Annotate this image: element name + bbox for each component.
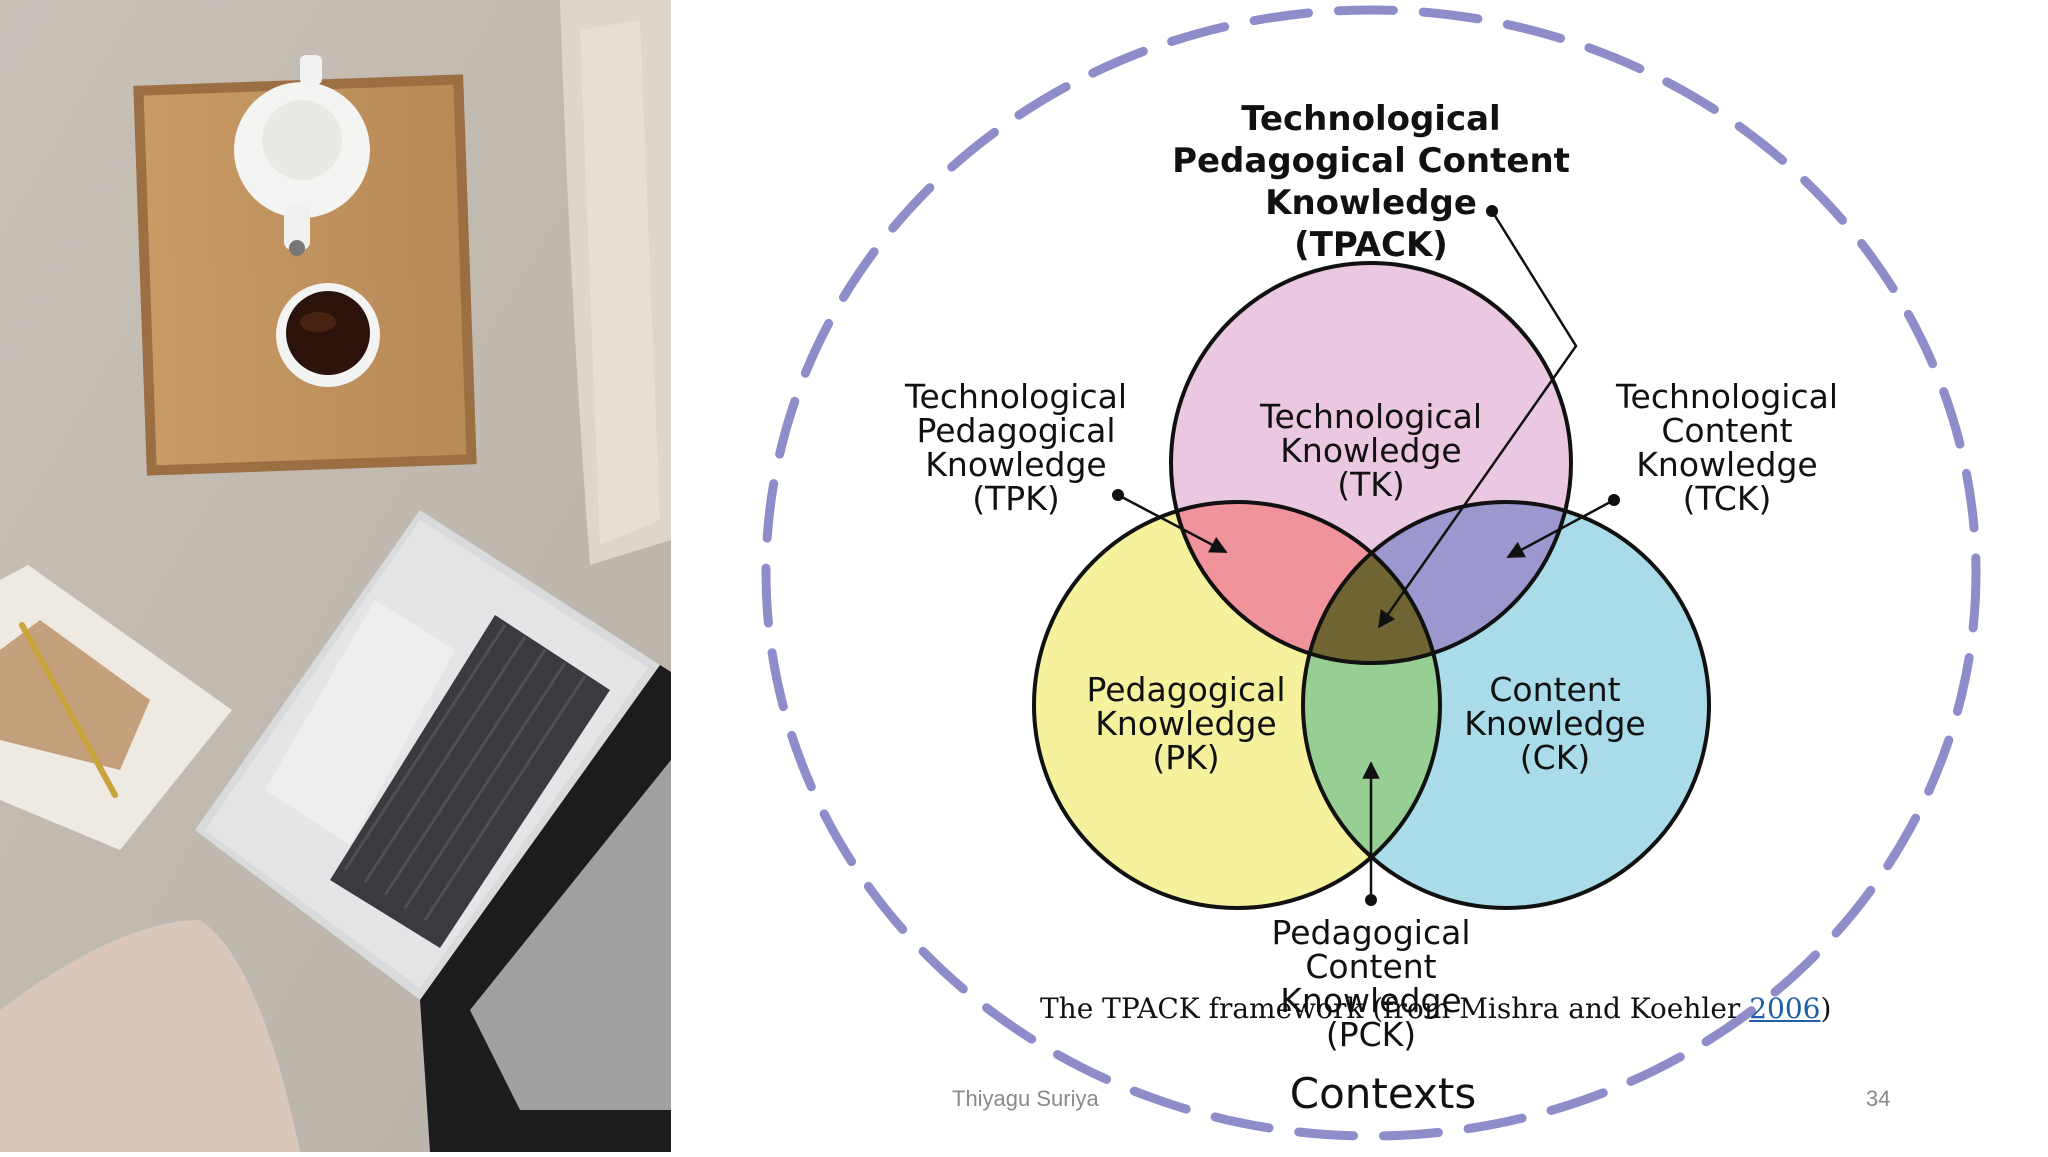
teapot <box>234 55 370 256</box>
tpk-label-line: Pedagogical <box>917 411 1116 450</box>
tck-pointer <box>1506 498 1615 559</box>
notebook <box>0 565 232 850</box>
tck-label-line: Technological <box>1615 377 1838 416</box>
pk-outline <box>1032 500 1442 910</box>
tk-outline <box>1169 261 1573 665</box>
contexts-ring <box>761 5 1981 1141</box>
pk-label-line: Pedagogical <box>1087 670 1286 709</box>
pk-label-line: (PK) <box>1152 738 1219 777</box>
caption-text: The TPACK framework (from Mishra and Koe… <box>1040 992 1750 1025</box>
tck-label-line: Knowledge <box>1636 445 1817 484</box>
tk-label-line: (TK) <box>1337 465 1405 504</box>
tpack-label-line: Pedagogical Content <box>1172 141 1570 181</box>
ck-label-line: Knowledge <box>1464 704 1645 743</box>
tk-label-line: Technological <box>1259 397 1482 436</box>
ck-outline <box>1301 500 1711 910</box>
tpack-label-line: Knowledge <box>1265 183 1477 223</box>
tpk-pointer <box>1117 493 1228 554</box>
tpk-label-line: Technological <box>904 377 1127 416</box>
laptop <box>195 510 671 1152</box>
pck-label-line: Knowledge <box>1280 981 1461 1020</box>
tpk-label-line: (TPK) <box>972 479 1059 518</box>
figure-caption: The TPACK framework (from Mishra and Koe… <box>1040 992 1831 1025</box>
tpack-label-line: (TPACK) <box>1294 225 1448 265</box>
ck-label-line: (CK) <box>1520 738 1590 777</box>
tpack-label-line: Technological <box>1241 99 1500 139</box>
wooden-tray <box>133 74 477 476</box>
tk-label-line: Knowledge <box>1280 431 1461 470</box>
footer-author: Thiyagu Suriya <box>952 1086 1099 1111</box>
desk-photo-illustration <box>0 0 671 1152</box>
slide-number: 34 <box>1866 1086 1891 1111</box>
ck-label-line: Content <box>1489 670 1620 709</box>
tpack-pointer <box>1377 210 1578 629</box>
contexts-label: Contexts <box>1290 1069 1476 1118</box>
tck-label-line: (TCK) <box>1683 479 1772 518</box>
tck-label-line: Content <box>1661 411 1792 450</box>
tpk-label-line: Knowledge <box>925 445 1106 484</box>
caption-suffix: ) <box>1820 992 1832 1025</box>
pck-label-line: (PCK) <box>1326 1015 1416 1054</box>
pck-label-line: Pedagogical <box>1272 913 1471 952</box>
pck-label-line: Content <box>1305 947 1436 986</box>
citation-year-link[interactable]: 2006 <box>1749 992 1821 1025</box>
tpack-region <box>1303 502 1440 663</box>
tea-cup <box>276 283 380 387</box>
desk-photo <box>0 0 671 1152</box>
pk-label-line: Knowledge <box>1095 704 1276 743</box>
